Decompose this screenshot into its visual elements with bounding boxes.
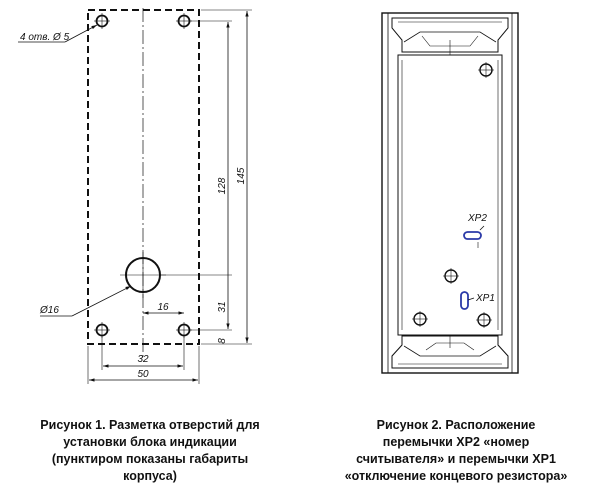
device-outer-frame [381, 12, 519, 374]
figure2-caption-line-3: считывателя» и перемычки XP1 [356, 452, 556, 466]
figure2-caption-line-2: перемычки XP2 «номер [382, 435, 530, 449]
figure1-caption-line-4: корпуса) [123, 469, 177, 483]
figure2-device-drawing [381, 12, 519, 374]
figure1-marking-drawing: 4 отв. Ø 5 Ø16 128 145 31 8 16 32 [18, 8, 252, 384]
dim-16: 16 [157, 302, 169, 313]
mounting-hole-bottom-left [94, 322, 110, 338]
dim-128: 128 [217, 177, 228, 194]
figure2-caption-line-1: Рисунок 2. Расположение [376, 418, 536, 432]
figure2-caption: Рисунок 2. Расположение перемычки XP2 «н… [306, 417, 606, 485]
big-hole-label: Ø16 [39, 305, 59, 316]
dim-145: 145 [236, 167, 247, 184]
dim-8: 8 [217, 338, 228, 344]
figure1-caption-line-1: Рисунок 1. Разметка отверстий для [40, 418, 260, 432]
cable-hole-16 [120, 252, 166, 298]
xp1-label: XP1 [475, 293, 495, 304]
jumper-xp1 [460, 291, 475, 310]
screw-middle [443, 268, 459, 284]
screw-top-right [478, 62, 494, 78]
mounting-hole-top-left [94, 13, 110, 29]
figure1-caption-line-2: установки блока индикации [63, 435, 237, 449]
figure1-caption: Рисунок 1. Разметка отверстий для устано… [0, 417, 300, 485]
screw-bottom-left [412, 311, 428, 327]
mounting-hole-bottom-right [176, 322, 192, 338]
dim-31: 31 [217, 301, 228, 312]
figure1-caption-line-3: (пунктиром показаны габариты [51, 452, 249, 466]
top-latch [391, 17, 509, 55]
jumper-xp2 [463, 225, 485, 248]
dim-50: 50 [137, 369, 149, 380]
bottom-latch [391, 335, 509, 369]
screw-bottom-right [476, 312, 492, 328]
housing-outline-dashed [87, 9, 200, 345]
dim-32: 32 [137, 354, 149, 365]
mounting-hole-top-right [176, 13, 192, 29]
xp2-label: XP2 [467, 213, 487, 224]
figure2-caption-line-4: «отключение концевого резистора» [344, 469, 568, 483]
hole-note-label: 4 отв. Ø 5 [20, 32, 70, 43]
technical-drawing: 4 отв. Ø 5 Ø16 128 145 31 8 16 32 [18, 8, 519, 384]
